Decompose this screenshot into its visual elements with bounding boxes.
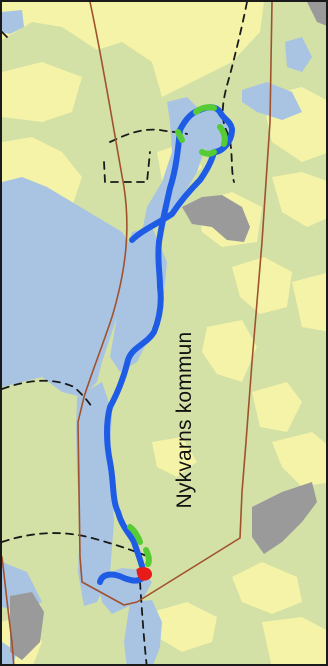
- municipal-boundary: [2, 2, 273, 664]
- shoreline-green-segments: [127, 104, 228, 567]
- region-label: Nykvarns kommun: [173, 331, 196, 509]
- built-up-areas: [10, 2, 326, 660]
- administrative-dashed-lines: [2, 2, 248, 664]
- shoreline-red-segment: [136, 567, 152, 581]
